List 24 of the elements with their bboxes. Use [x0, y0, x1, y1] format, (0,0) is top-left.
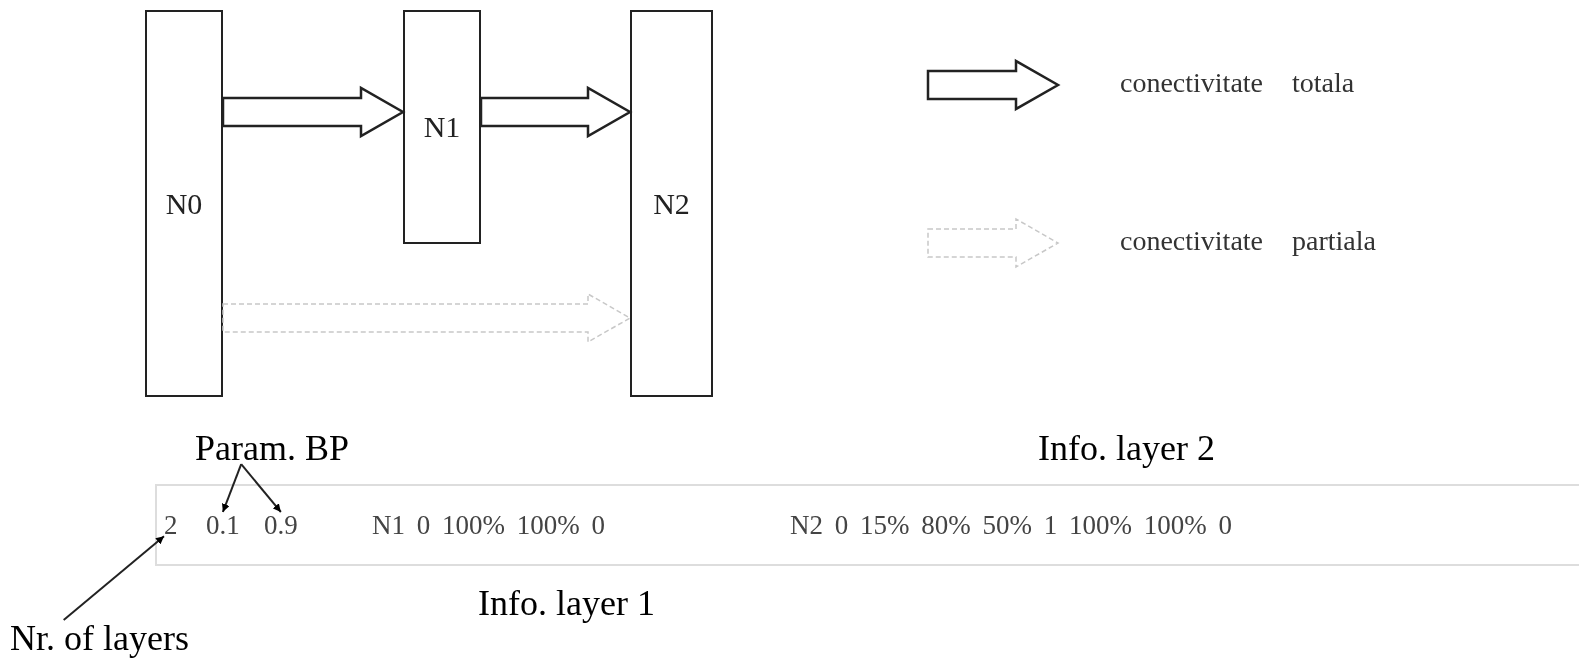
parameter-value: N1 0 100% 100% 0 — [372, 512, 605, 539]
leader-arrow — [221, 463, 243, 513]
leader-arrow — [240, 463, 282, 513]
annotation-text: Param. BP — [195, 430, 349, 466]
legend-text: conectivitate partiala — [1120, 227, 1376, 255]
layer-label: N2 — [653, 186, 690, 221]
leader-arrow — [62, 535, 165, 621]
parameter-value: 0.9 — [264, 512, 298, 539]
annotation-text: Nr. of layers — [10, 620, 189, 656]
parameter-value: 2 — [164, 512, 178, 539]
parameter-value: 0.1 — [206, 512, 240, 539]
section-label: Info. layer 2 — [1038, 430, 1215, 466]
block-arrow — [221, 85, 406, 139]
layer-box — [403, 10, 481, 244]
layer-box — [630, 10, 713, 397]
block-arrow — [479, 85, 633, 139]
block-arrow — [222, 292, 632, 344]
layer-label: N0 — [165, 186, 203, 221]
parameter-value: N2 0 15% 80% 50% 1 100% 100% 0 — [790, 512, 1232, 539]
layer-box — [145, 10, 223, 397]
section-label: Info. layer 1 — [478, 585, 655, 621]
legend-text: conectivitate totala — [1120, 69, 1355, 97]
parameter-string-box — [155, 484, 1579, 566]
layer-label: N1 — [423, 110, 461, 144]
